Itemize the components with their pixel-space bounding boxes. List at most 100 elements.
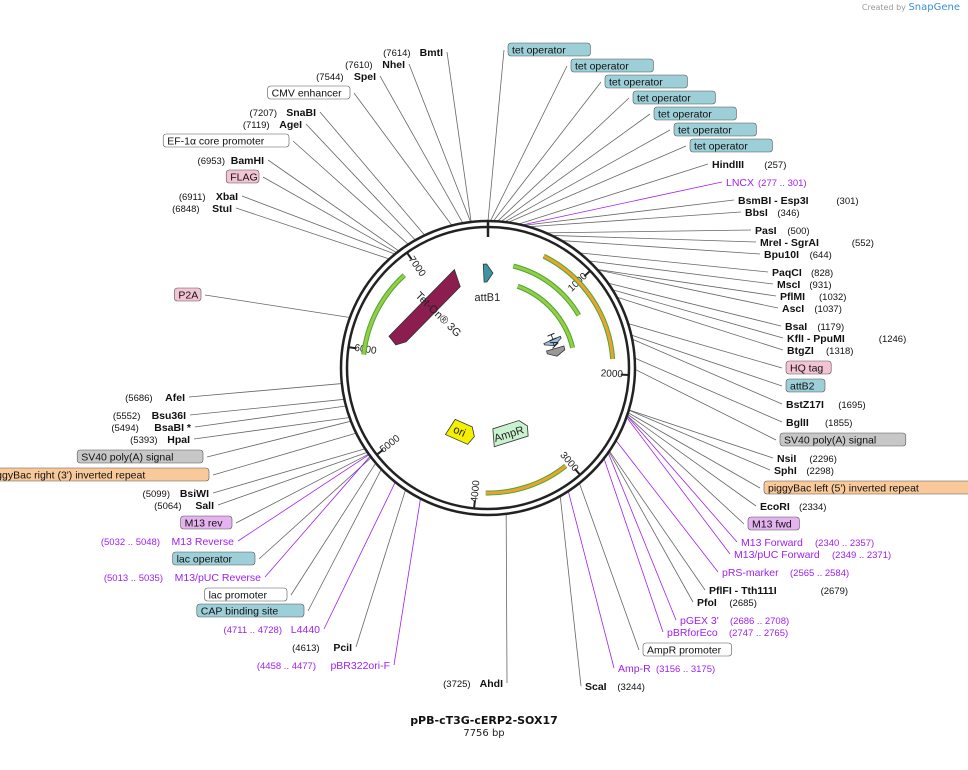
feature-box (747, 516, 800, 531)
enzyme-coord: (7119) (243, 120, 270, 131)
enzyme-site: AhdI (480, 678, 503, 690)
enzyme-coord: (346) (777, 208, 799, 219)
feature-box (174, 287, 202, 302)
enzyme-site: AfeI (165, 392, 185, 404)
feature-box-label: SV40 poly(A) signal (784, 435, 876, 447)
enzyme-site: BsaBI * (154, 422, 192, 434)
feature-box (689, 138, 773, 153)
tick-label: 7000 (406, 254, 428, 279)
leader-line (522, 181, 723, 226)
leader-line (626, 415, 738, 543)
feature-box-label: M13 rev (185, 518, 224, 530)
leader-line (323, 481, 396, 630)
plasmid-name: pPB-cT3G-cERP2-SOX17 (410, 714, 558, 727)
primer-coord: (5013 .. 5035) (104, 573, 163, 584)
leader-line (487, 49, 505, 222)
enzyme-coord: (828) (811, 268, 833, 279)
leader-line (578, 483, 640, 651)
leader-line (505, 513, 508, 684)
feature-box-label: tet operator (637, 93, 691, 105)
leader-line (204, 294, 351, 318)
leader-line (408, 63, 472, 223)
leader-line (628, 323, 783, 369)
enzyme-site: HindIII (712, 159, 744, 171)
leader-line (490, 65, 568, 222)
leader-line (528, 211, 742, 228)
enzyme-site: BsaI (785, 321, 807, 333)
feature-box-label: tet operator (575, 61, 629, 73)
leader-line (267, 159, 400, 252)
leader-line (307, 468, 382, 612)
leader-line (212, 432, 357, 476)
feature-box (785, 378, 826, 393)
feature-box (196, 603, 305, 618)
primer-coord: (277 .. 301) (758, 178, 807, 189)
feature-box-label: tet operator (609, 77, 663, 89)
enzyme-coord: (1855) (825, 418, 852, 429)
primer-site: M13/pUC Forward (734, 549, 820, 561)
feature-box-label: SV40 poly(A) signal (81, 452, 173, 464)
leader-line (626, 416, 731, 555)
enzyme-coord: (301) (836, 196, 858, 207)
feature-box-label: CAP binding site (201, 606, 279, 618)
feature-box (779, 432, 907, 447)
enzyme-coord: (5494) (111, 423, 138, 434)
leader-line (319, 111, 426, 236)
tick-mark (583, 270, 591, 278)
enzyme-site: MreI - SgrAI (760, 237, 819, 249)
leader-line (634, 357, 783, 423)
leader-line (545, 229, 752, 234)
leader-line (631, 334, 783, 387)
leader-line (237, 454, 370, 542)
leader-line (597, 269, 777, 297)
feature-box-label: piggyBac right (3') inverted repeat (0, 470, 145, 482)
leader-line (579, 252, 769, 273)
leader-line (393, 498, 421, 666)
primer-site: M13 Forward (741, 537, 803, 549)
leader-line (235, 453, 370, 524)
tick-mark (574, 468, 581, 476)
feature-box (570, 58, 654, 73)
primer-site: pGEX 3' (680, 615, 719, 627)
enzyme-coord: (931) (809, 280, 831, 291)
enzyme-site: SpeI (354, 71, 376, 83)
leader-line (305, 123, 416, 241)
leader-line (627, 412, 761, 489)
enzyme-coord: (3244) (617, 682, 644, 693)
enzyme-site: HpaI (167, 434, 190, 446)
orange-arc-2-inner (485, 464, 567, 495)
enzyme-site: BamHI (231, 155, 264, 167)
enzyme-site: AgeI (279, 119, 302, 131)
leader-line (262, 176, 398, 254)
leader-line (446, 51, 472, 223)
enzyme-site: BtgZI (787, 345, 814, 357)
leader-line (631, 338, 783, 405)
feature-box (225, 169, 260, 184)
leader-line (597, 269, 779, 309)
feature-box (673, 122, 757, 137)
feature-box (0, 467, 210, 482)
label-leader-lines (188, 49, 784, 687)
feature-box-label: M13 fwd (752, 519, 792, 531)
enzyme-site: XbaI (216, 191, 238, 203)
enzyme-site: BglII (786, 417, 809, 429)
orange-arc-1-inner (543, 254, 615, 360)
feature-box-label: CMV enhancer (272, 88, 343, 100)
leader-line (607, 452, 677, 621)
created-by-text: Created by (861, 3, 906, 12)
enzyme-coord: (5686) (125, 393, 152, 404)
enzyme-site: PflMI (780, 291, 805, 303)
enzyme-coord: (2334) (799, 502, 826, 513)
enzyme-coord: (2296) (809, 454, 836, 465)
leader-line (626, 415, 745, 525)
enzyme-coord: (552) (852, 238, 874, 249)
enzyme-coord: (2298) (806, 466, 833, 477)
leader-line (628, 409, 774, 459)
green-arc-1-inner (512, 264, 581, 317)
leader-line (567, 491, 615, 669)
backbone-ring (339, 219, 637, 517)
enzyme-site: SalI (195, 500, 214, 512)
enzyme-site: PflFI - Tth111I (709, 585, 777, 597)
tick-label: 4000 (469, 479, 482, 503)
